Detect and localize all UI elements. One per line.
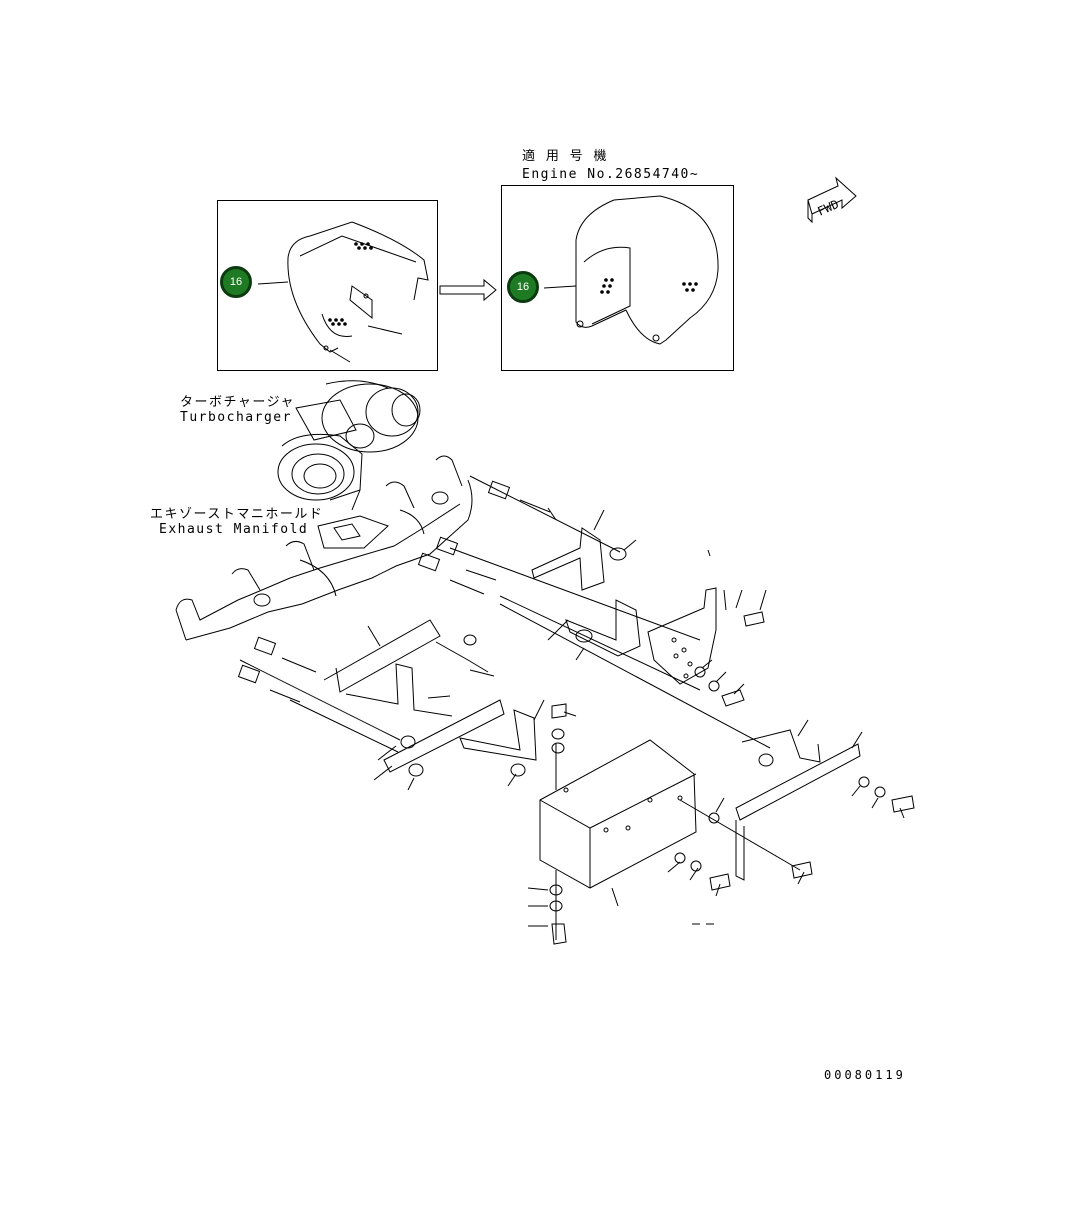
mounting-brackets	[323, 527, 861, 881]
exhaust-manifold-label-jp: エキゾーストマニホールド	[150, 507, 324, 522]
drawing-number: 00080119	[824, 1068, 906, 1082]
turbocharger-drawing	[277, 380, 421, 511]
heat-shield-box	[539, 739, 697, 889]
fasteners	[400, 547, 915, 945]
applicable-heading: 適 用 号 機	[522, 149, 608, 164]
old-heat-cover-drawing	[257, 221, 429, 363]
fwd-text: FWD	[815, 197, 841, 219]
exhaust-manifold-label-en: Exhaust Manifold	[159, 522, 309, 537]
detail-box-new-cover	[501, 185, 734, 371]
studs-and-spacers	[237, 480, 557, 703]
turbocharger-label-en: Turbocharger	[180, 410, 292, 425]
callout-16-old-cover[interactable]: 16	[220, 266, 252, 298]
fwd-arrow-icon: FWD	[807, 176, 857, 224]
callout-16-new-cover[interactable]: 16	[507, 271, 539, 303]
exhaust-manifold-drawing	[175, 455, 473, 641]
side-plate	[647, 587, 717, 685]
engine-number-label: Engine No.26854740~	[522, 167, 700, 182]
new-heat-cover-drawing	[543, 195, 719, 345]
part-leaders	[367, 509, 905, 927]
guide-lines	[239, 475, 801, 940]
detail-box-old-cover	[217, 200, 438, 371]
change-arrow	[439, 278, 497, 302]
turbocharger-label-jp: ターボチャージャ	[180, 395, 295, 410]
